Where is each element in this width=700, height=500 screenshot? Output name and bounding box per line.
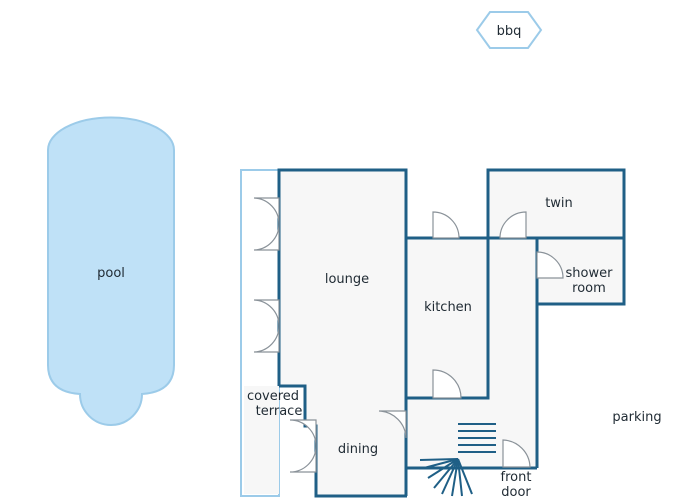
covered-terrace-label-line2: terrace	[256, 404, 303, 419]
stair-step	[423, 458, 459, 469]
staircase	[419, 423, 496, 497]
door-terrace-2	[253, 223, 280, 251]
parking-label: parking	[612, 410, 661, 425]
door-dining-1	[289, 419, 317, 447]
covered-terrace-label-line1: covered	[247, 389, 299, 404]
door-twin	[499, 211, 527, 239]
bbq-shape	[475, 11, 543, 49]
kitchen-label: kitchen	[424, 300, 472, 315]
shower-room-label-line2: room	[572, 281, 606, 296]
bbq-label: bbq	[497, 24, 522, 39]
wall-twin	[486, 168, 626, 306]
stair-step	[457, 458, 473, 495]
pool-label: pool	[97, 266, 125, 281]
stair-step	[457, 458, 463, 497]
stair-step	[441, 458, 459, 495]
door-terrace-4	[253, 325, 280, 353]
shower-room-label-line1: shower	[566, 266, 614, 281]
door-terrace-1	[253, 197, 280, 225]
door-shower	[536, 251, 564, 279]
twin-label: twin	[545, 196, 573, 211]
floor-terrace-lower	[244, 386, 279, 494]
front-door-label-line2: door	[501, 485, 531, 500]
door-front	[502, 439, 531, 468]
stair-step	[451, 458, 459, 497]
bbq-area: bbq	[475, 11, 543, 49]
door-entry	[378, 410, 407, 439]
front-door-label-line1: front	[501, 470, 532, 485]
stair-step	[419, 458, 459, 461]
lounge-label: lounge	[325, 272, 369, 287]
stair-step	[433, 458, 459, 489]
room-labels: lounge kitchen twin shower room covered …	[247, 196, 662, 500]
door-kitchen-lower	[432, 369, 462, 399]
pool-area: pool	[47, 116, 175, 426]
wall-west-lounge	[277, 168, 408, 386]
door-dining-2	[289, 445, 317, 473]
door-terrace-3	[253, 299, 280, 327]
stair-step	[427, 458, 459, 479]
dining-label: dining	[338, 442, 378, 457]
door-kitchen-top	[432, 211, 460, 239]
doors	[253, 197, 564, 473]
pool-shape	[47, 116, 175, 426]
